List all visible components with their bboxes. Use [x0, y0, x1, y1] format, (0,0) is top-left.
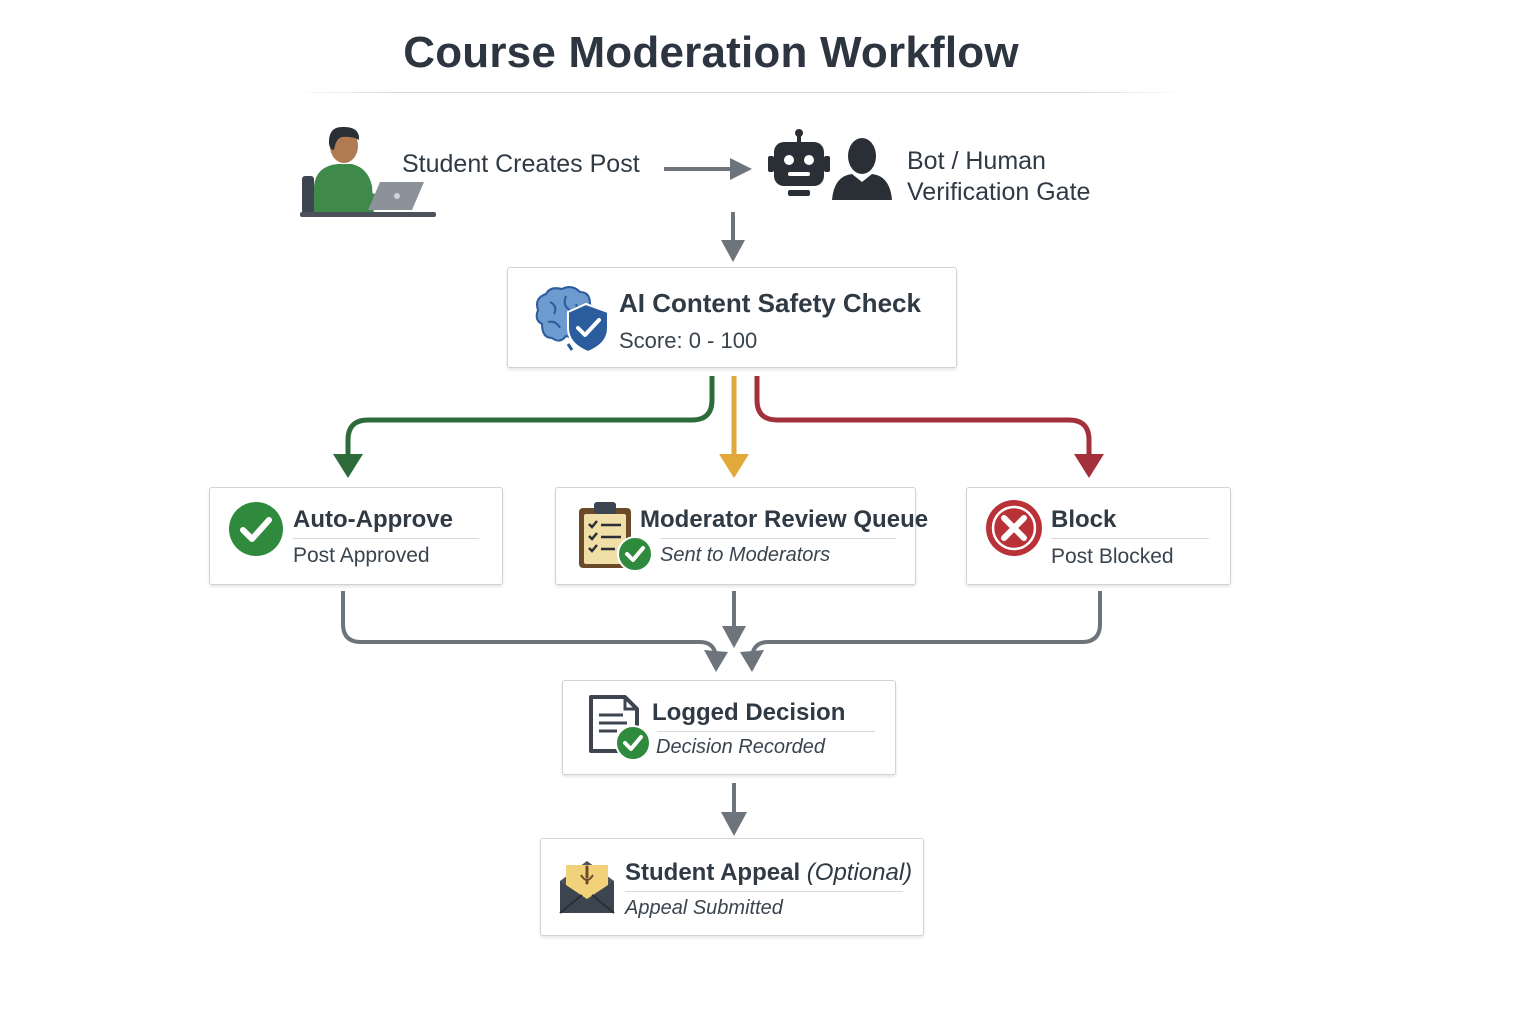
arrow-review-to-logged	[722, 591, 746, 648]
check-circle-icon	[229, 502, 283, 556]
student-appeal-node: Student Appeal (Optional) Appeal Submitt…	[540, 838, 924, 936]
robot-icon	[768, 129, 830, 196]
arrow-gate-to-ai-check	[721, 212, 745, 262]
arrow-approve-to-logged	[341, 591, 728, 672]
gate-label-line2: Verification Gate	[907, 178, 1091, 206]
auto-approve-node: Auto-Approve Post Approved	[209, 487, 503, 585]
block-status: Post Blocked	[1051, 545, 1174, 568]
auto-approve-title: Auto-Approve	[293, 506, 453, 533]
logged-decision-status: Decision Recorded	[656, 736, 825, 758]
student-appeal-divider	[625, 891, 903, 892]
x-circle-icon	[986, 500, 1042, 556]
ai-content-safety-check-node: AI Content Safety Check Score: 0 - 100	[507, 267, 957, 368]
arrow-ai-to-block	[754, 376, 1104, 478]
student-creates-post-label: Student Creates Post	[402, 150, 640, 178]
moderator-review-queue-node: Moderator Review Queue Sent to Moderator…	[555, 487, 928, 585]
student-appeal-status: Appeal Submitted	[625, 897, 783, 919]
gate-label-line1: Bot / Human	[907, 147, 1046, 175]
arrow-student-to-gate	[664, 158, 752, 180]
review-queue-status: Sent to Moderators	[660, 544, 831, 566]
logged-decision-divider	[657, 731, 875, 732]
block-node: Block Post Blocked	[966, 487, 1231, 585]
title-divider	[290, 92, 1185, 93]
envelope-icon	[559, 861, 615, 914]
arrow-block-to-logged	[740, 591, 1102, 672]
arrow-ai-to-approve	[333, 376, 715, 478]
auto-approve-status: Post Approved	[293, 544, 430, 567]
auto-approve-divider	[293, 538, 479, 539]
student-laptop-icon	[300, 126, 436, 217]
student-appeal-optional-note: (Optional)	[806, 859, 913, 886]
review-queue-divider	[660, 538, 896, 539]
logged-decision-node: Logged Decision Decision Recorded	[562, 680, 896, 775]
review-queue-title: Moderator Review Queue	[640, 506, 929, 533]
clipboard-check-icon	[579, 502, 653, 572]
person-icon	[832, 138, 892, 200]
block-divider	[1051, 538, 1209, 539]
document-check-icon	[589, 695, 651, 761]
block-title: Block	[1051, 506, 1117, 533]
diagram-title: Course Moderation Workflow	[403, 28, 1019, 77]
arrow-logged-to-appeal	[721, 783, 747, 836]
brain-shield-icon	[535, 286, 609, 354]
ai-check-title: AI Content Safety Check	[619, 288, 921, 318]
ai-check-score-range: Score: 0 - 100	[619, 328, 758, 353]
student-appeal-title-main: Student Appeal	[625, 859, 801, 886]
logged-decision-title: Logged Decision	[652, 699, 846, 726]
student-appeal-title: Student Appeal (Optional)	[625, 859, 912, 887]
arrow-ai-to-review	[719, 376, 749, 478]
